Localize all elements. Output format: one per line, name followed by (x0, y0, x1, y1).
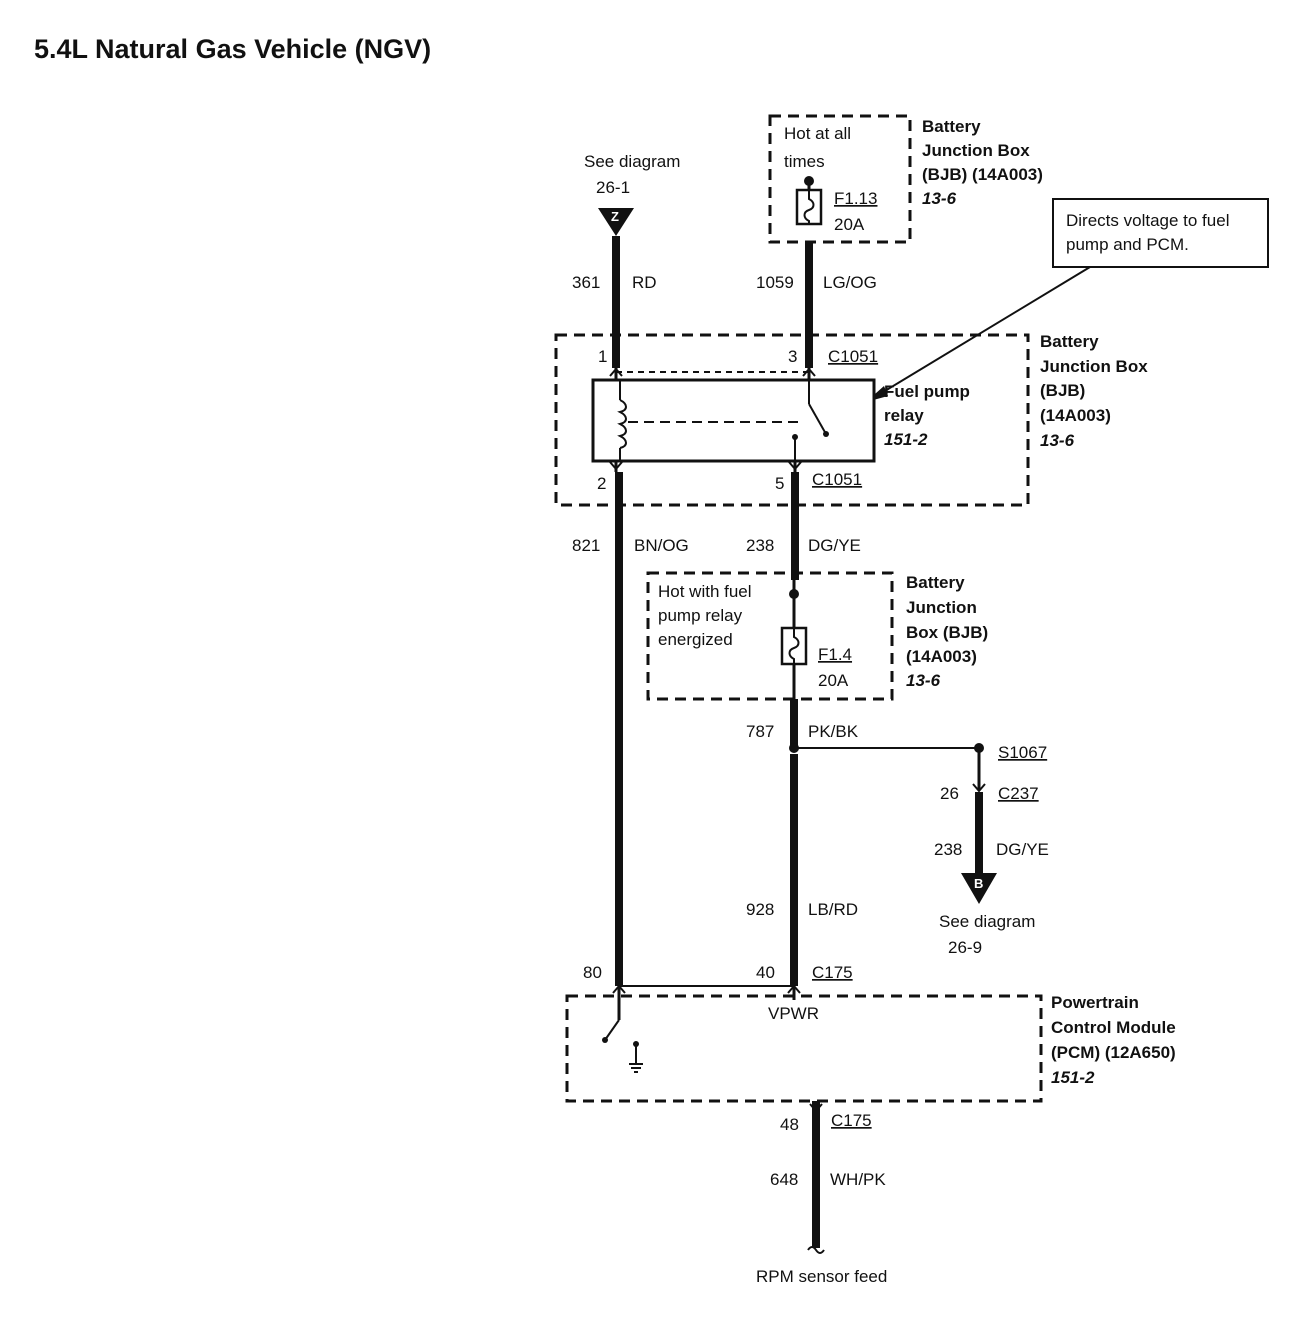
rpm-feed-label: RPM sensor feed (756, 1267, 887, 1286)
bjb-mid-connector-top: C1051 (828, 347, 878, 366)
bjb-low-hot-3: energized (658, 630, 733, 649)
wire-821-circuit: 821 (572, 536, 600, 555)
ref-b-page: 26-9 (948, 938, 982, 957)
bjb-top-hot-1: Hot at all (784, 124, 851, 143)
ref-z-letter: Z (611, 209, 619, 224)
bjb-mid-label-3: (BJB) (1040, 381, 1085, 400)
pcm-label-1: Powertrain (1051, 993, 1139, 1012)
bjb-mid-pin-2: 2 (597, 474, 606, 493)
pcm-pin-48: 48 (780, 1115, 799, 1134)
pcm-pin-80: 80 (583, 963, 602, 982)
relay-coil-icon (617, 399, 627, 449)
bjb-low-label-1: Battery (906, 573, 965, 592)
wire-1059-circuit: 1059 (756, 273, 794, 292)
wire-1059-color: LG/OG (823, 273, 877, 292)
bjb-mid-pin-3: 3 (788, 347, 797, 366)
ref-z-page: 26-1 (596, 178, 630, 197)
pcm-label-3: (PCM) (12A650) (1051, 1043, 1176, 1062)
bjb-low-hot-2: pump relay (658, 606, 743, 625)
bjb-mid-pin-5: 5 (775, 474, 784, 493)
wire-238-circuit: 238 (746, 536, 774, 555)
wire-787-circuit: 787 (746, 722, 774, 741)
bjb-top-label-3: (BJB) (14A003) (922, 165, 1043, 184)
relay-label-1: Fuel pump (884, 382, 970, 401)
fuel-pump-relay (591, 378, 876, 463)
bjb-mid-pin-1: 1 (598, 347, 607, 366)
page-title: 5.4L Natural Gas Vehicle (NGV) (34, 34, 432, 64)
bjb-mid-box (554, 333, 1030, 507)
wire-928-color: LB/RD (808, 900, 858, 919)
bjb-low-amp: 20A (818, 671, 849, 690)
bjb-low-label-3: Box (BJB) (906, 623, 988, 642)
bjb-mid-label-1: Battery (1040, 332, 1099, 351)
pcm-label-2: Control Module (1051, 1018, 1176, 1037)
bjb-low-label-2: Junction (906, 598, 977, 617)
bjb-mid-ref: 13-6 (1040, 431, 1075, 450)
bjb-top-fuse: F1.13 (834, 189, 877, 208)
bjb-mid-label-4: (14A003) (1040, 406, 1111, 425)
pcm-pin-40: 40 (756, 963, 775, 982)
pcm-connector-top: C175 (812, 963, 853, 982)
wire-787-color: PK/BK (808, 722, 859, 741)
relay-label-2: relay (884, 406, 924, 425)
ground-icon (629, 1063, 643, 1073)
bjb-low-box (646, 571, 894, 701)
bjb-top-hot-2: times (784, 152, 825, 171)
callout-line-1: Directs voltage to fuel (1066, 211, 1229, 230)
pcm-box (565, 994, 1043, 1103)
bjb-low-fuse: F1.4 (818, 645, 852, 664)
wire-238b-circuit: 238 (934, 840, 962, 859)
ref-b-see: See diagram (939, 912, 1035, 931)
bjb-top-label-2: Junction Box (922, 141, 1030, 160)
wire-928-circuit: 928 (746, 900, 774, 919)
wire-238b-color: DG/YE (996, 840, 1049, 859)
pcm-ref: 151-2 (1051, 1068, 1095, 1087)
wire-238-color: DG/YE (808, 536, 861, 555)
pcm-connector-bottom: C175 (831, 1111, 872, 1130)
bjb-top-box (768, 114, 912, 244)
c237-connector: C237 (998, 784, 1039, 803)
bjb-top-amp: 20A (834, 215, 865, 234)
callout-box (1052, 198, 1269, 268)
callout-line-2: pump and PCM. (1066, 235, 1189, 254)
splice-label: S1067 (998, 743, 1047, 762)
ref-b-arrow-icon (961, 873, 997, 904)
bjb-low-label-4: (14A003) (906, 647, 977, 666)
wire-648-color: WH/PK (830, 1170, 886, 1189)
bjb-top-label-1: Battery (922, 117, 981, 136)
c237-pin: 26 (940, 784, 959, 803)
bjb-low-ref: 13-6 (906, 671, 941, 690)
ref-z-see: See diagram (584, 152, 680, 171)
relay-switch-icon (808, 403, 827, 435)
pcm-vpwr: VPWR (768, 1004, 819, 1023)
wire-648-circuit: 648 (770, 1170, 798, 1189)
relay-ref: 151-2 (884, 430, 928, 449)
ref-z-arrow-icon (598, 208, 634, 236)
wire-821-color: BN/OG (634, 536, 689, 555)
bjb-low-hot-1: Hot with fuel (658, 582, 752, 601)
bjb-low-node (789, 589, 799, 599)
bjb-top-ref: 13-6 (922, 189, 957, 208)
pcm-switch-icon (604, 1019, 620, 1041)
wire-361-color: RD (632, 273, 657, 292)
ref-b-letter: B (974, 876, 983, 891)
wire-361-circuit: 361 (572, 273, 600, 292)
bjb-mid-connector-bottom: C1051 (812, 470, 862, 489)
wire-break-icon (807, 1246, 825, 1254)
bjb-mid-label-2: Junction Box (1040, 357, 1148, 376)
